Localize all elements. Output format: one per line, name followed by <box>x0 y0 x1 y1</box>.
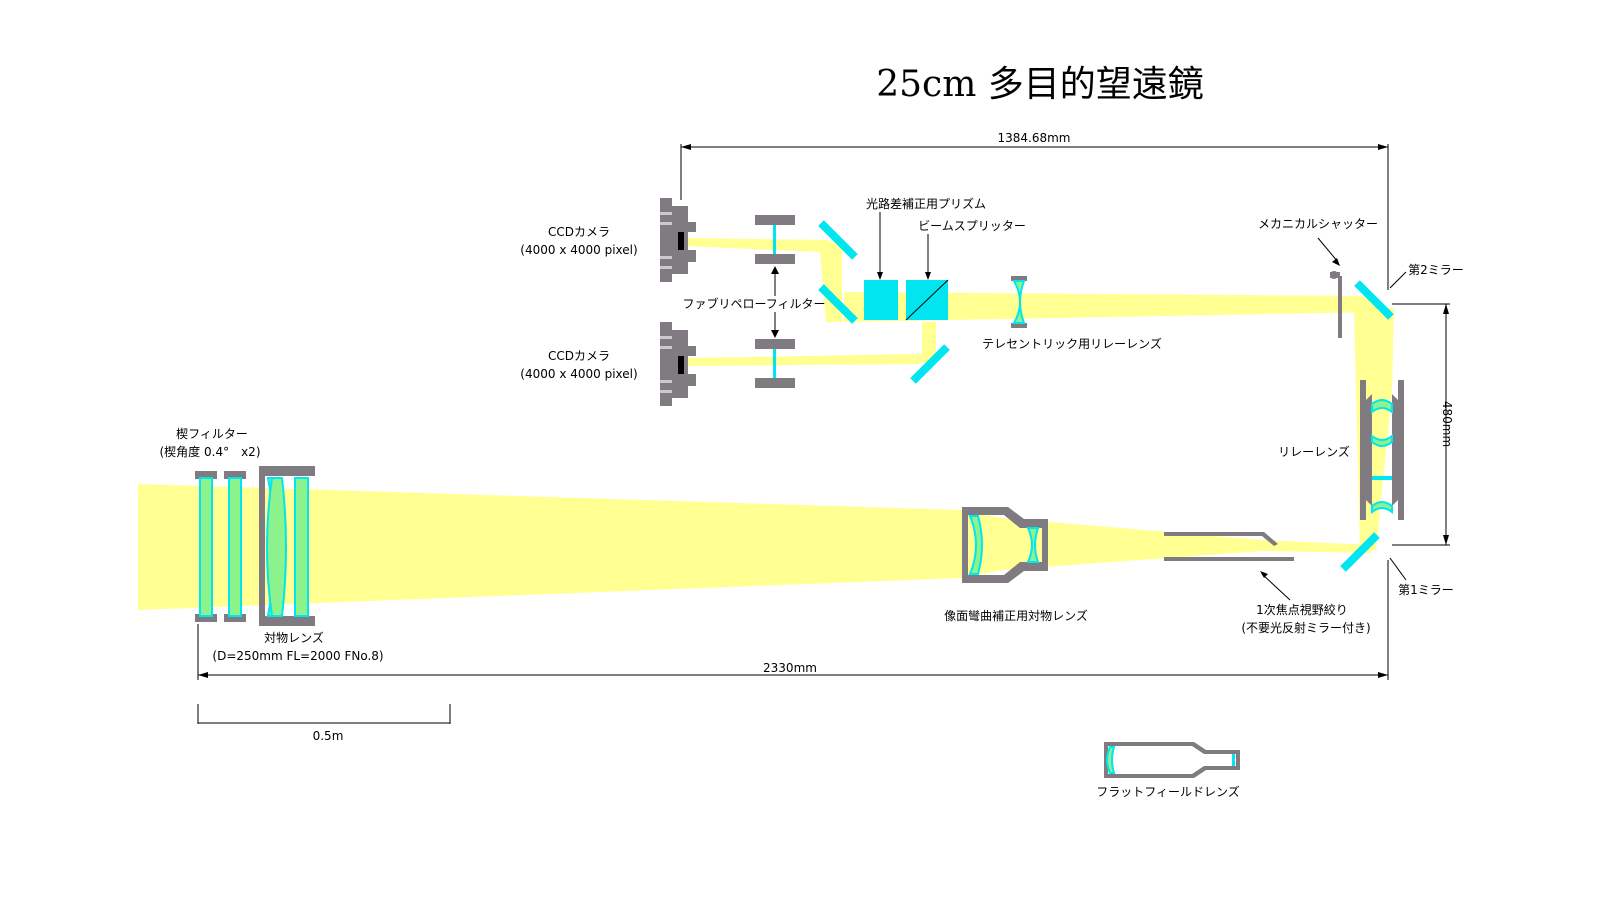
dimension-top <box>680 144 1389 290</box>
shutter-label: メカニカルシャッター <box>1258 217 1378 231</box>
relay-lens-label: リレーレンズ <box>1278 444 1350 459</box>
ccd-camera-bottom <box>660 322 696 406</box>
objective-element-2 <box>294 477 309 617</box>
second-mirror <box>1354 280 1394 320</box>
scale-bar-label: 0.5m <box>313 729 344 743</box>
flat-field-label: フラットフィールドレンズ <box>1096 784 1240 799</box>
fabry-perot-label: ファブリペローフィルター <box>682 296 825 311</box>
fold-mirror-middle <box>818 284 858 324</box>
wedge-filters <box>195 471 246 622</box>
beam-to-top-ccd <box>686 238 842 322</box>
wedge-filter-1 <box>199 477 213 617</box>
wedge-filter-2 <box>228 477 242 617</box>
main-beam <box>138 484 1372 610</box>
relay-lens <box>1360 380 1404 520</box>
top-width-label: 1384.68mm <box>997 131 1070 145</box>
field-correction-lens <box>962 507 1048 583</box>
ccd-top-spec: (4000 x 4000 pixel) <box>520 243 637 257</box>
diagram-title: 25cm 多目的望遠鏡 <box>876 64 1204 105</box>
telecentric-label: テレセントリック用リレーレンズ <box>982 336 1162 351</box>
flat-field-lens <box>1104 742 1240 778</box>
beam-splitter-cube <box>905 279 949 321</box>
mirror2-label: 第2ミラー <box>1408 263 1464 277</box>
path-difference-prism <box>864 280 898 320</box>
mirror1-label: 第1ミラー <box>1398 583 1454 597</box>
mechanical-shutter <box>1330 271 1342 338</box>
beam-to-bottom-ccd <box>686 322 936 366</box>
light-beams <box>138 238 1394 610</box>
telecentric-beam <box>844 292 1376 322</box>
path-prism-label: 光路差補正用プリズム <box>866 196 986 211</box>
objective-spec: (D=250mm FL=2000 FNo.8) <box>212 649 383 663</box>
wedge-filter-label: 楔フィルター <box>176 427 248 441</box>
ccd-bottom-label: CCDカメラ <box>548 349 610 363</box>
objective-label: 対物レンズ <box>264 630 324 645</box>
field-stop-spec: (不要光反射ミラー付き) <box>1241 620 1370 635</box>
objective-lens <box>259 466 315 626</box>
dimension-bottom <box>197 560 1389 680</box>
beam-splitter-label: ビームスプリッター <box>918 219 1026 233</box>
field-correction-label: 像面彎曲補正用対物レンズ <box>944 608 1088 623</box>
wedge-filter-spec: (楔角度 0.4° x2) <box>160 444 261 459</box>
fabry-perot-filter-bottom <box>755 339 795 388</box>
ccd-bottom-spec: (4000 x 4000 pixel) <box>520 367 637 381</box>
first-mirror <box>1340 532 1380 572</box>
fabry-perot-arrows <box>771 266 779 338</box>
ccd-top-label: CCDカメラ <box>548 225 610 239</box>
fold-mirror-top <box>818 220 858 260</box>
leader-lines <box>877 212 1407 601</box>
fabry-perot-filter-top <box>755 215 795 264</box>
dimension-right <box>1392 303 1450 546</box>
fold-mirror-bottom <box>910 344 950 384</box>
ccd-camera-top <box>660 198 696 282</box>
scale-bar <box>197 704 451 724</box>
telecentric-relay-lens <box>1011 276 1027 328</box>
bottom-width-label: 2330mm <box>763 661 817 675</box>
field-stop <box>1164 532 1294 561</box>
field-stop-label: 1次焦点視野絞り <box>1256 602 1348 617</box>
right-height-label: 480mm <box>1440 401 1454 447</box>
